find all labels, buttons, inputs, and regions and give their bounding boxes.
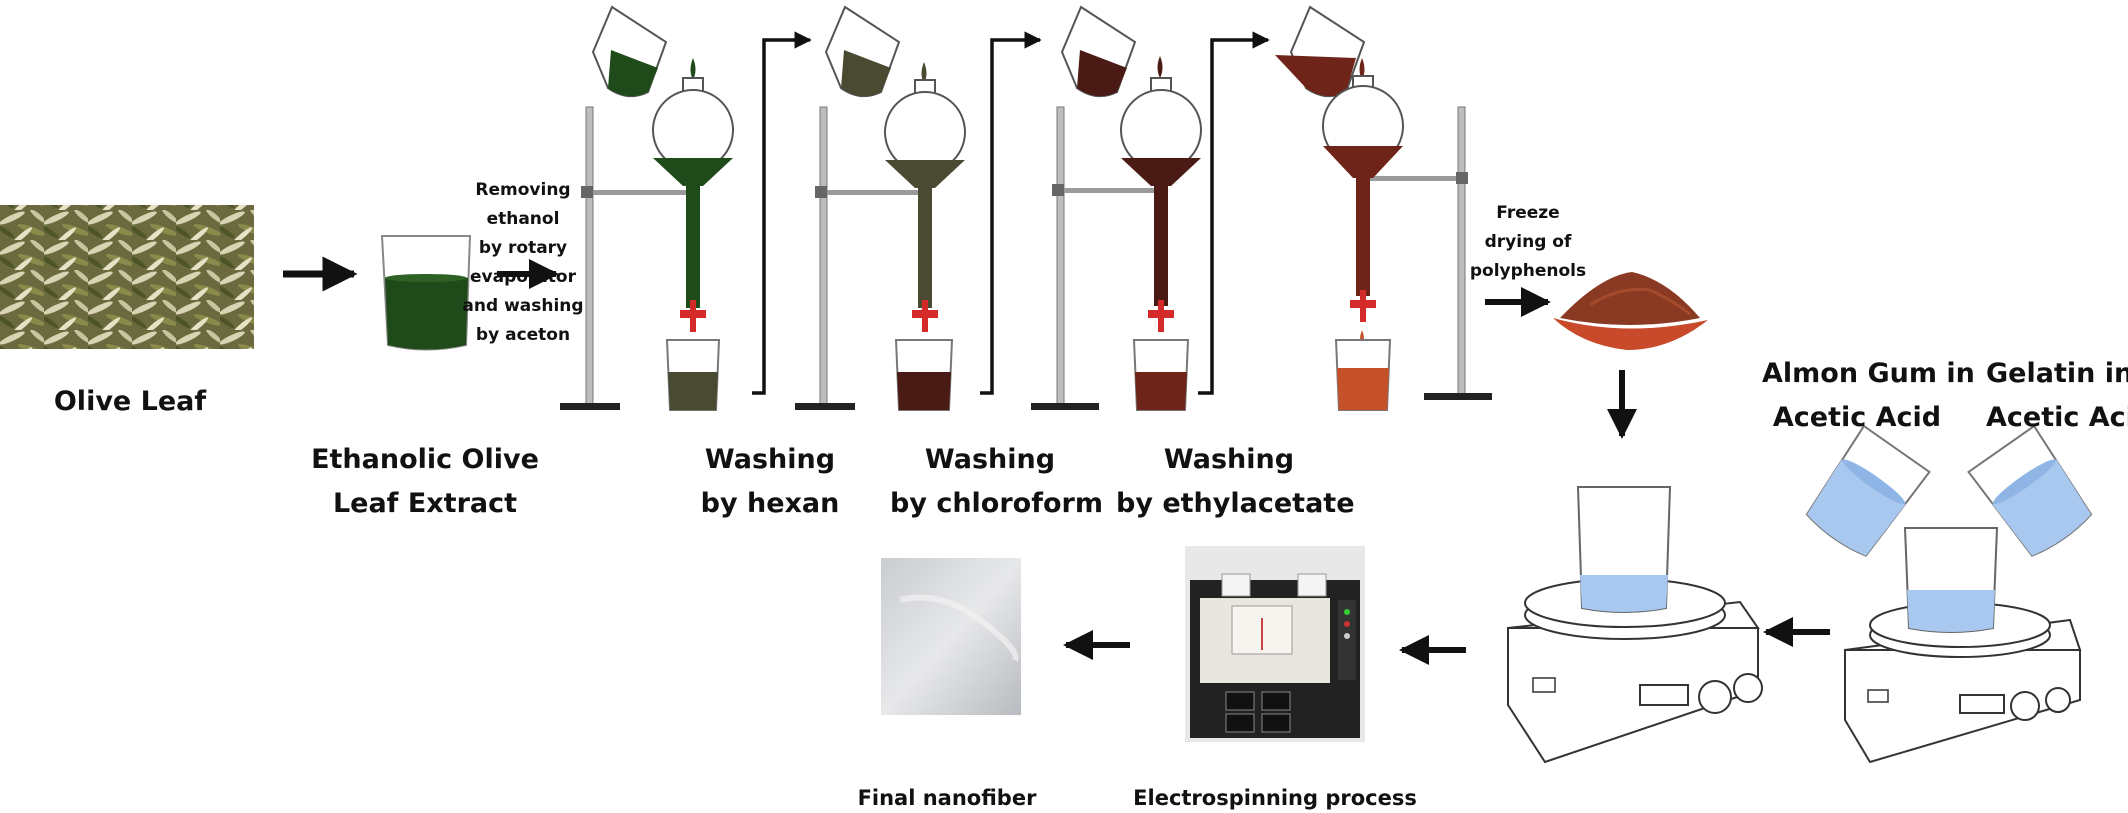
label-washing-hexan: Washing by hexan [680,438,860,526]
label-freeze-drying: Freeze drying of polyphenols [1466,199,1590,286]
label-removing-line5: and washing [462,296,584,316]
label-removing-ethanol: Removing ethanol by rotary evaporator an… [462,176,584,350]
magnetic-stirrer-large [1507,486,1763,764]
arrow-hexan-to-chloroform [752,31,812,395]
label-almon-line1: Almon Gum in [1762,358,1975,389]
label-hexan-line1: Washing [704,444,836,475]
label-gelatin: Gelatin in Acetic Acid [1986,352,2128,440]
label-freeze-line2: drying of [1484,232,1572,252]
arrow-chloroform-to-ethyl [980,31,1042,395]
magnetic-stirrer-small [1844,527,2082,764]
arrow-ethyl-to-final [1198,31,1270,395]
final-separation-setup [1275,5,1492,411]
label-ethanolic-line2: Leaf Extract [332,488,518,519]
label-final-nanofiber: Final nanofiber [857,786,1037,810]
label-freeze-line3: polyphenols [1469,261,1587,281]
label-ethanolic-extract: Ethanolic Olive Leaf Extract [310,438,540,526]
nanofiber-sample [881,558,1021,715]
label-almon-line2: Acetic Acid [1772,402,1942,433]
polyphenol-powder [1553,272,1708,350]
label-removing-line6: by aceton [475,325,571,345]
label-chloroform-line2: by chloroform [890,488,1103,519]
label-ethanolic-line1: Ethanolic Olive [311,444,539,475]
label-olive-leaf: Olive Leaf [53,386,207,417]
label-ethyl-line1: Washing [1163,444,1295,475]
label-chloroform-line1: Washing [924,444,1056,475]
label-gelatin-line2: Acetic Acid [1986,402,2128,433]
ethylacetate-separation-setup [1031,5,1202,411]
hexan-separation-setup [560,5,734,411]
label-washing-ethylacetate: Washing by ethylacetate [1116,438,1355,526]
label-gelatin-line1: Gelatin in [1986,358,2128,389]
almon-gum-beaker [1805,424,1931,557]
label-freeze-line1: Freeze [1496,203,1560,223]
extract-beaker [380,235,472,351]
label-hexan-line2: by hexan [700,488,840,519]
label-almon-gum: Almon Gum in Acetic Acid [1762,352,1975,440]
gelatin-beaker [1967,424,2093,557]
label-removing-line1: Removing [475,180,571,200]
olive-leaf-image [0,205,254,349]
electrospinning-machine [1185,546,1365,742]
label-removing-line2: ethanol [486,209,560,229]
label-washing-chloroform: Washing by chloroform [890,438,1103,526]
chloroform-separation-setup [795,5,966,411]
label-removing-line3: by rotary [478,238,568,258]
label-removing-line4: evaporator [470,267,576,287]
label-ethyl-line2: by ethylacetate [1116,488,1355,519]
label-electrospinning: Electrospinning process [1133,786,1417,810]
